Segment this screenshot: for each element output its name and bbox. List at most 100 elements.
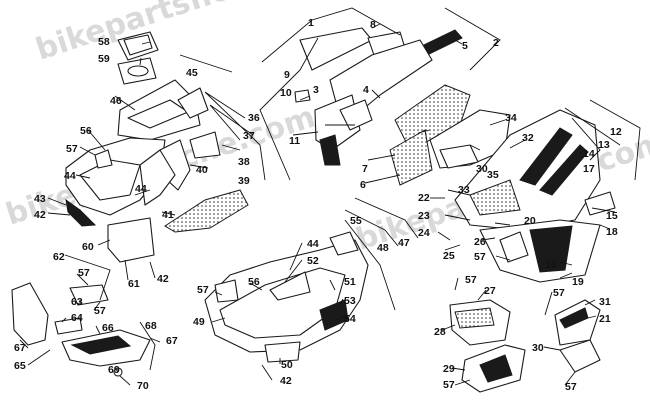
callout-44-left: 44	[64, 170, 76, 182]
callout-41: 41	[162, 209, 174, 221]
callout-47: 47	[398, 237, 410, 249]
callout-65: 65	[14, 360, 26, 372]
callout-57-b: 57	[78, 267, 90, 279]
callout-42-left: 42	[34, 209, 46, 221]
callout-43: 43	[34, 193, 46, 205]
callout-48: 48	[377, 242, 389, 254]
part-39-grille	[164, 189, 249, 233]
callout-68: 68	[145, 320, 157, 332]
callout-22: 22	[418, 192, 430, 204]
callout-40: 40	[196, 164, 208, 176]
callout-67-left: 67	[14, 342, 26, 354]
callout-57-c: 57	[94, 305, 106, 317]
callout-24: 24	[418, 227, 430, 239]
callout-57-i: 57	[565, 381, 577, 393]
part-50-skid	[264, 341, 301, 363]
callout-66: 66	[102, 322, 114, 334]
part-52-panel	[269, 271, 311, 301]
part-7-side-panel	[389, 129, 433, 186]
callout-1: 1	[308, 17, 314, 29]
callout-3: 3	[313, 84, 319, 96]
windshield-hood-assembly	[294, 27, 511, 186]
callout-32: 32	[522, 132, 534, 144]
lower-right-components	[449, 299, 601, 393]
callout-69: 69	[108, 364, 120, 376]
callout-35: 35	[487, 169, 499, 181]
callout-31: 31	[599, 296, 611, 308]
callout-56-lower: 56	[248, 276, 260, 288]
lower-left-cover-assembly	[11, 282, 151, 377]
part-11-bracket	[319, 134, 341, 166]
callout-52: 52	[307, 255, 319, 267]
callout-14: 14	[583, 148, 595, 160]
part-63-bracket	[69, 284, 109, 306]
callout-36: 36	[248, 112, 260, 124]
callout-67-right: 67	[166, 335, 178, 347]
callout-16: 16	[545, 259, 557, 271]
callout-30-lower: 30	[532, 342, 544, 354]
callout-54: 54	[344, 313, 356, 325]
callout-34: 34	[505, 112, 517, 124]
callout-17: 17	[583, 163, 595, 175]
callout-8: 8	[370, 19, 376, 31]
callout-4: 4	[363, 84, 369, 96]
callout-25: 25	[443, 250, 455, 262]
callout-5: 5	[462, 40, 468, 52]
callout-42-mid: 42	[157, 273, 169, 285]
part-30-bracket	[559, 339, 601, 373]
callout-12: 12	[610, 126, 622, 138]
callout-44-bottom: 44	[307, 238, 319, 250]
callout-7: 7	[362, 163, 368, 175]
callout-57-e: 57	[465, 274, 477, 286]
callout-19: 19	[572, 276, 584, 288]
callout-45: 45	[186, 67, 198, 79]
callout-20: 20	[524, 215, 536, 227]
callout-57-f: 57	[443, 379, 455, 391]
part-10-clip	[294, 89, 311, 103]
callout-9: 9	[284, 69, 290, 81]
callout-2: 2	[493, 37, 499, 49]
callout-70: 70	[137, 380, 149, 392]
callout-49: 49	[193, 316, 205, 328]
part-60-panel	[107, 217, 155, 263]
callout-50: 50	[281, 359, 293, 371]
leader-lines	[19, 7, 641, 386]
part-57-clip	[214, 279, 239, 303]
callout-57-d: 57	[197, 284, 209, 296]
right-side-panel-assembly	[454, 109, 616, 283]
part-33-vent	[469, 179, 521, 216]
callout-38: 38	[238, 156, 250, 168]
callout-64: 64	[71, 312, 83, 324]
callout-57-a: 57	[66, 143, 78, 155]
part-16-decal	[529, 225, 573, 273]
part-56-clip	[94, 149, 113, 169]
headlight-housing-assembly	[65, 31, 249, 263]
callout-44-mid: 44	[135, 183, 147, 195]
part-55-bracket	[329, 231, 359, 256]
callout-23: 23	[418, 210, 430, 222]
callout-55: 55	[350, 215, 362, 227]
part-14-decal	[539, 144, 589, 196]
callout-29: 29	[443, 363, 455, 375]
callout-53: 53	[344, 295, 356, 307]
callout-13: 13	[598, 139, 610, 151]
callout-26: 26	[474, 236, 486, 248]
callout-6: 6	[360, 179, 366, 191]
callout-28: 28	[434, 326, 446, 338]
callout-63: 63	[71, 296, 83, 308]
callout-37: 37	[243, 130, 255, 142]
watermark-text-1: bikepartsfiche.com	[32, 0, 350, 68]
callout-61: 61	[128, 278, 140, 290]
callout-56-upper: 56	[80, 125, 92, 137]
callout-60: 60	[82, 241, 94, 253]
callout-42-bottom: 42	[280, 375, 292, 387]
part-64-pad	[54, 317, 83, 335]
callout-30-upper: 30	[476, 163, 488, 175]
part-43-trim	[65, 198, 97, 227]
callout-62: 62	[53, 251, 65, 263]
callout-33: 33	[458, 184, 470, 196]
part-15-trim	[584, 191, 616, 216]
part-35-pocket	[439, 144, 479, 169]
